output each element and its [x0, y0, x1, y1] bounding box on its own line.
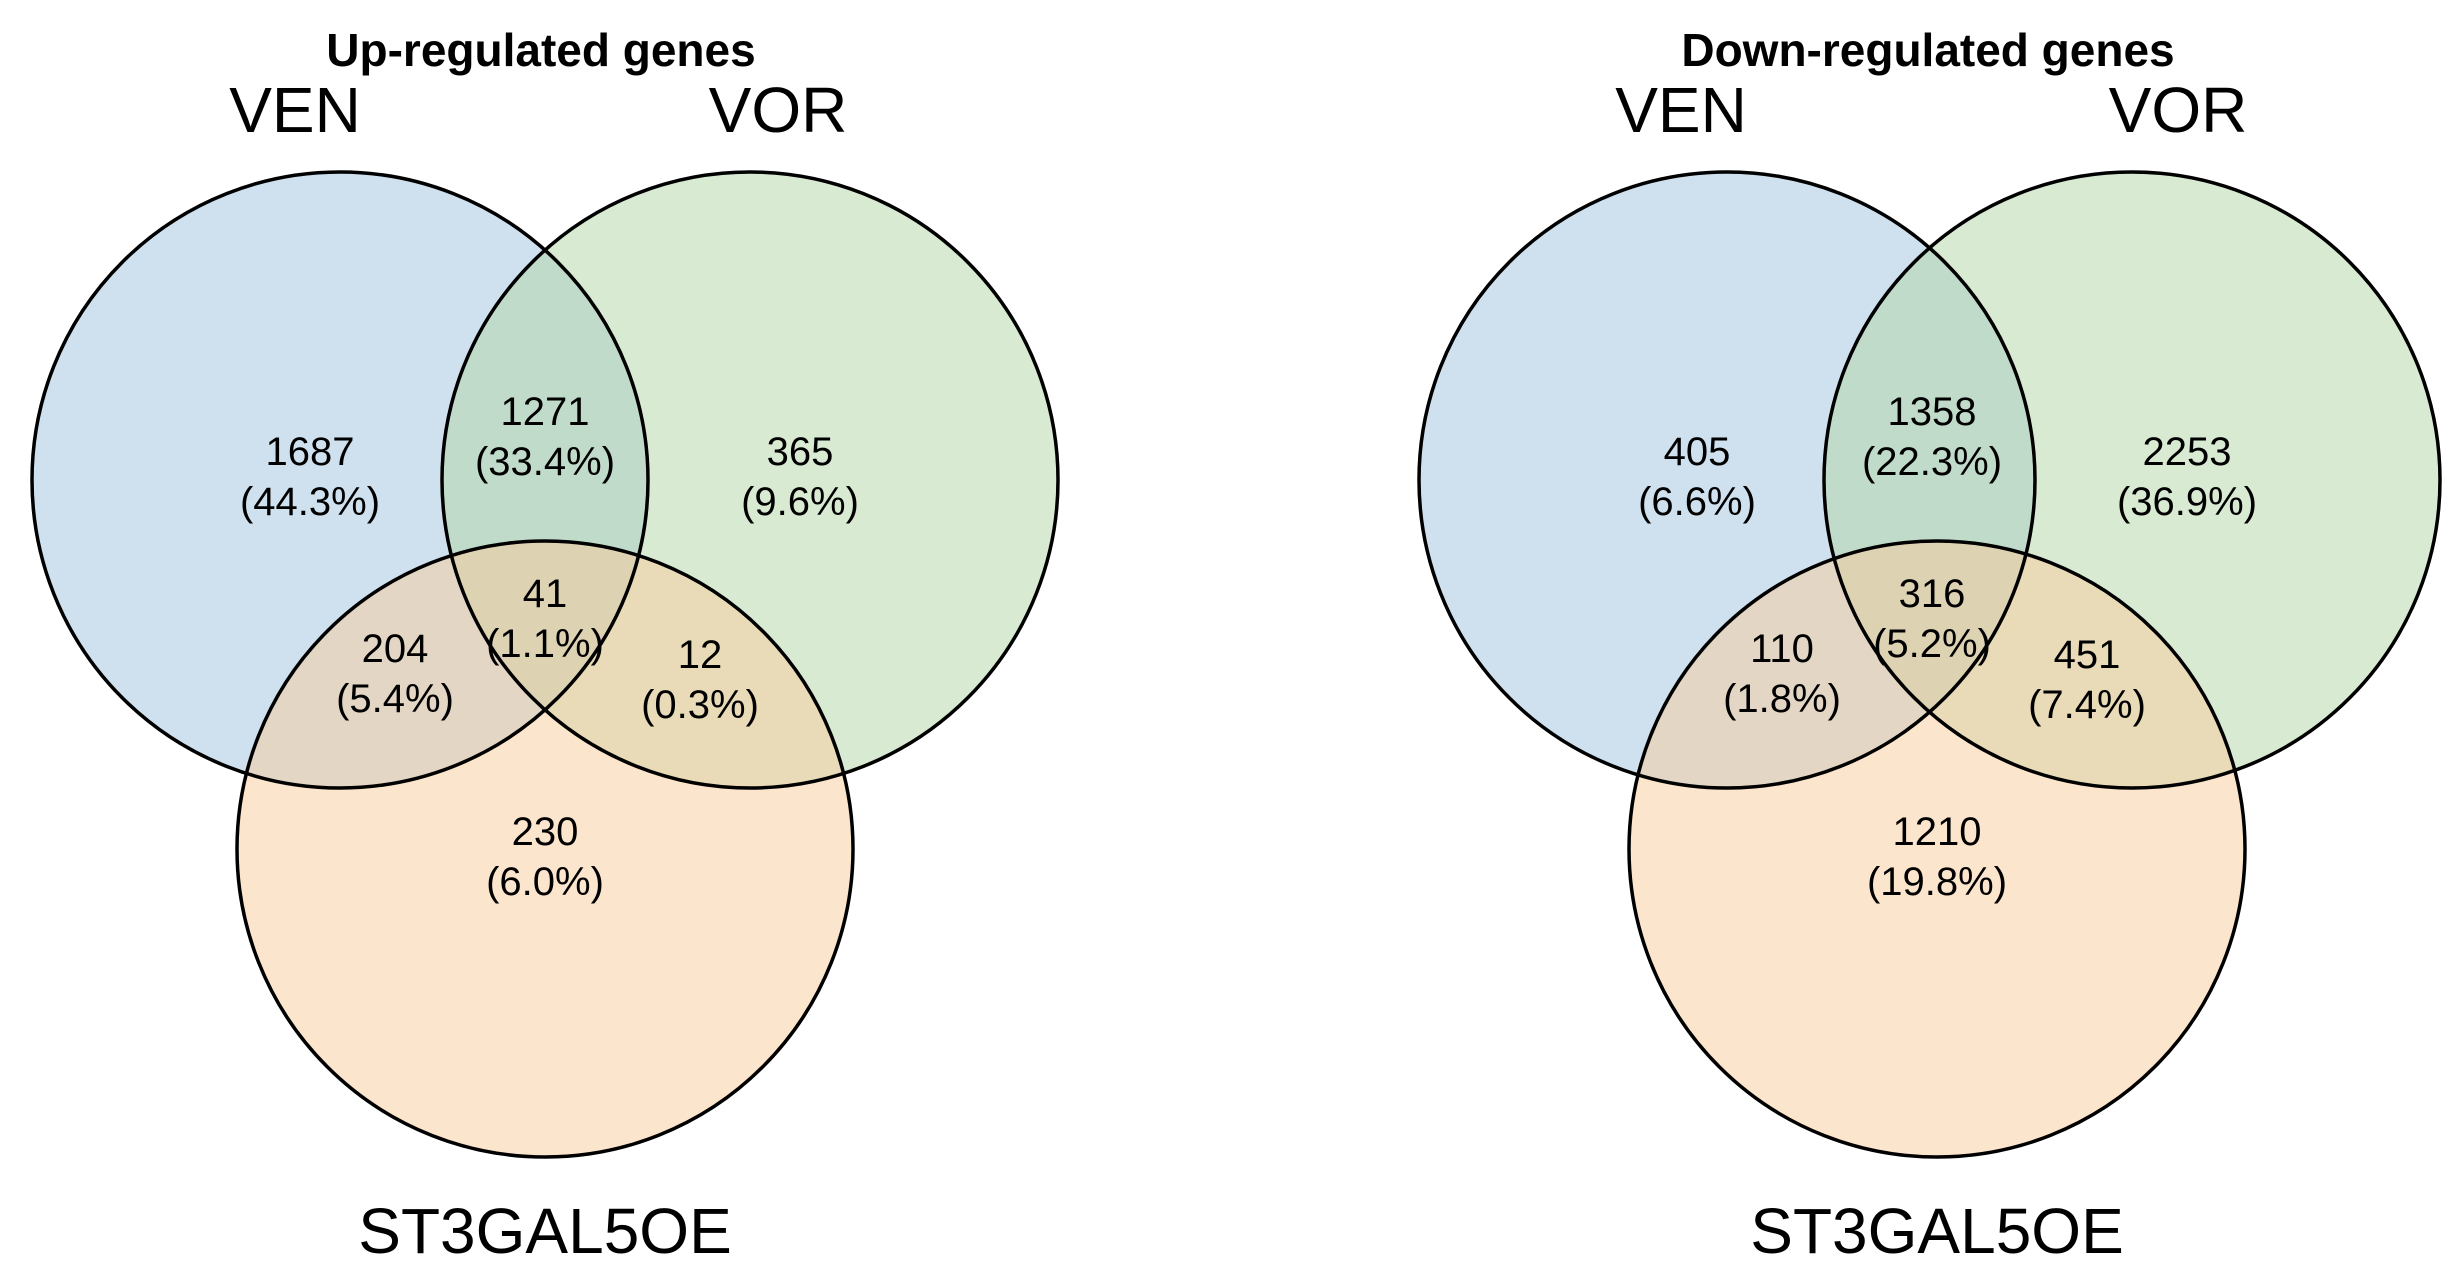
up-region-labels: 1687 (44.3%) 1271 (33.4%) 365 (9.6%) 41 …	[240, 390, 859, 904]
down-ven-circle-outline	[1417, 170, 2037, 790]
up-ven-only-percent: (44.3%)	[240, 480, 380, 524]
down-regulated-venn-diagram: Down-regulated genes VEN VOR 405 (6.6%) …	[1417, 24, 2442, 1267]
up-circle-fills	[32, 172, 1058, 1157]
down-vor-only-percent: (36.9%)	[2117, 480, 2257, 524]
down-vor-set-label: VOR	[2109, 74, 2248, 146]
down-ven-only-percent: (6.6%)	[1638, 480, 1756, 524]
down-vor-only-count: 2253	[2143, 430, 2232, 474]
down-region-labels: 405 (6.6%) 1358 (22.3%) 2253 (36.9%) 316…	[1638, 390, 2257, 904]
down-ven-st3-count: 110	[1750, 627, 1814, 671]
up-ven-set-label: VEN	[229, 74, 361, 146]
down-st3gal5oe-circle	[1629, 541, 2245, 1157]
up-ven-st3-percent: (5.4%)	[336, 677, 454, 721]
up-regulated-venn-diagram: Up-regulated genes VEN VOR 1687 (44.3%) …	[30, 24, 1060, 1267]
up-ven-circle-outline	[30, 170, 650, 790]
down-ven-st3-percent: (1.8%)	[1723, 677, 1841, 721]
down-circle-fills	[1419, 172, 2440, 1157]
up-ven-vor-percent: (33.4%)	[475, 440, 615, 484]
up-regulated-title: Up-regulated genes	[326, 24, 755, 76]
down-st3gal5oe-circle-outline	[1627, 539, 2247, 1159]
down-triple-percent: (5.2%)	[1873, 622, 1991, 666]
down-regulated-title: Down-regulated genes	[1681, 24, 2174, 76]
up-vor-circle-outline	[440, 170, 1060, 790]
up-circle-outlines	[30, 170, 1060, 1159]
up-st3gal5oe-set-label: ST3GAL5OE	[358, 1195, 732, 1267]
up-vor-only-percent: (9.6%)	[741, 480, 859, 524]
up-ven-only-count: 1687	[266, 430, 355, 474]
down-st3gal5oe-set-label: ST3GAL5OE	[1750, 1195, 2124, 1267]
up-vor-only-count: 365	[767, 430, 834, 474]
up-triple-percent: (1.1%)	[486, 622, 604, 666]
up-vor-st3-percent: (0.3%)	[641, 683, 759, 727]
down-st3-only-percent: (19.8%)	[1867, 860, 2007, 904]
up-ven-vor-count: 1271	[501, 390, 590, 434]
down-vor-st3-percent: (7.4%)	[2028, 683, 2146, 727]
down-st3-only-count: 1210	[1893, 810, 1982, 854]
up-st3-only-percent: (6.0%)	[486, 860, 604, 904]
up-st3gal5oe-circle-outline	[235, 539, 855, 1159]
down-ven-only-count: 405	[1664, 430, 1731, 474]
up-st3gal5oe-circle	[237, 541, 853, 1157]
down-ven-set-label: VEN	[1615, 74, 1747, 146]
down-circle-outlines	[1417, 170, 2442, 1159]
down-triple-count: 316	[1899, 572, 1966, 616]
up-vor-set-label: VOR	[709, 74, 848, 146]
down-vor-st3-count: 451	[2054, 633, 2121, 677]
up-triple-count: 41	[523, 572, 568, 616]
down-ven-vor-count: 1358	[1888, 390, 1977, 434]
down-vor-circle-outline	[1822, 170, 2442, 790]
down-ven-vor-percent: (22.3%)	[1862, 440, 2002, 484]
up-vor-st3-count: 12	[678, 633, 723, 677]
up-st3-only-count: 230	[512, 810, 579, 854]
up-ven-st3-count: 204	[362, 627, 429, 671]
